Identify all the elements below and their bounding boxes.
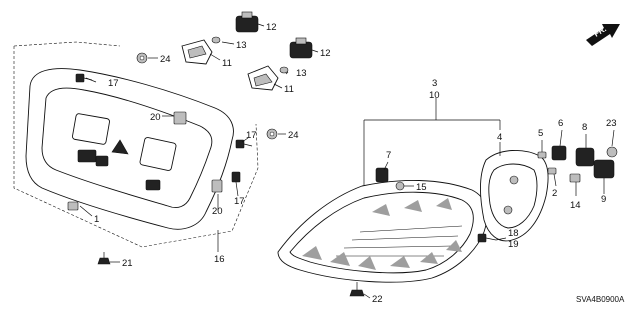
callout-5: 5 — [538, 128, 543, 139]
screw-17-middle — [235, 139, 253, 149]
callout-10: 10 — [429, 90, 440, 101]
license-garnish — [25, 68, 234, 230]
socket-8 — [575, 147, 595, 167]
callout-labels: 1 17 20 17 20 17 21 24 24 13 13 12 12 11… — [94, 22, 617, 305]
callout-8: 8 — [582, 122, 587, 133]
callout-16: 16 — [214, 254, 225, 265]
callout-13-left: 13 — [236, 40, 247, 51]
callout-18: 18 — [508, 228, 519, 239]
callout-15: 15 — [416, 182, 427, 193]
garnish-group-outline — [13, 41, 259, 248]
bulb-5 — [537, 151, 547, 159]
callout-17-top: 17 — [108, 78, 119, 89]
bolt-22 — [349, 282, 365, 297]
leader-lines — [79, 23, 615, 299]
nut-24-left — [136, 52, 148, 64]
callout-20-upper: 20 — [150, 112, 161, 123]
callout-24-right: 24 — [288, 130, 299, 141]
callout-12-left: 12 — [266, 22, 277, 33]
callout-1: 1 — [94, 214, 99, 225]
front-direction-arrow: FR. — [586, 24, 620, 46]
bulb-23 — [606, 146, 618, 158]
nut-24-right — [266, 128, 278, 140]
callout-17-middle: 17 — [246, 130, 257, 141]
socket-6 — [551, 145, 567, 161]
license-light-right — [247, 65, 279, 91]
license-light-left — [181, 39, 213, 65]
callout-2: 2 — [552, 188, 557, 199]
callout-17-lower: 17 — [234, 196, 245, 207]
callout-3: 3 — [432, 78, 437, 89]
taillight-lens — [277, 179, 488, 283]
callout-20-lower: 20 — [212, 206, 223, 217]
diagram-code: SVA4B0900A — [576, 295, 625, 304]
callout-4: 4 — [497, 132, 502, 143]
bulb-2 — [547, 167, 557, 175]
callout-22: 22 — [372, 294, 383, 305]
socket-9 — [593, 159, 615, 179]
taillight-gasket — [480, 150, 549, 242]
callout-24-left: 24 — [160, 54, 171, 65]
callout-13-right: 13 — [296, 68, 307, 79]
bulb-15 — [395, 181, 405, 191]
callout-19: 19 — [508, 239, 519, 250]
callout-21: 21 — [122, 258, 133, 269]
callout-6: 6 — [558, 118, 563, 129]
bolt-21 — [97, 252, 111, 265]
callout-11-right: 11 — [284, 84, 294, 95]
callout-9: 9 — [601, 194, 606, 205]
license-light-socket-right — [289, 37, 313, 59]
clip-20-lower — [211, 179, 223, 193]
bulb-13-left — [211, 36, 221, 44]
callout-11-left: 11 — [222, 58, 232, 69]
callout-12-right: 12 — [320, 48, 331, 59]
screw-17-lower — [231, 171, 241, 183]
bulb-14 — [569, 173, 581, 183]
screw-18 — [477, 233, 497, 243]
callout-23: 23 — [606, 118, 617, 129]
callout-7: 7 — [386, 150, 391, 161]
bulb-13-right — [279, 66, 289, 74]
license-light-socket-left — [235, 11, 259, 33]
socket-7 — [375, 167, 389, 183]
clip-20-upper — [173, 111, 187, 125]
callout-14: 14 — [570, 200, 581, 211]
